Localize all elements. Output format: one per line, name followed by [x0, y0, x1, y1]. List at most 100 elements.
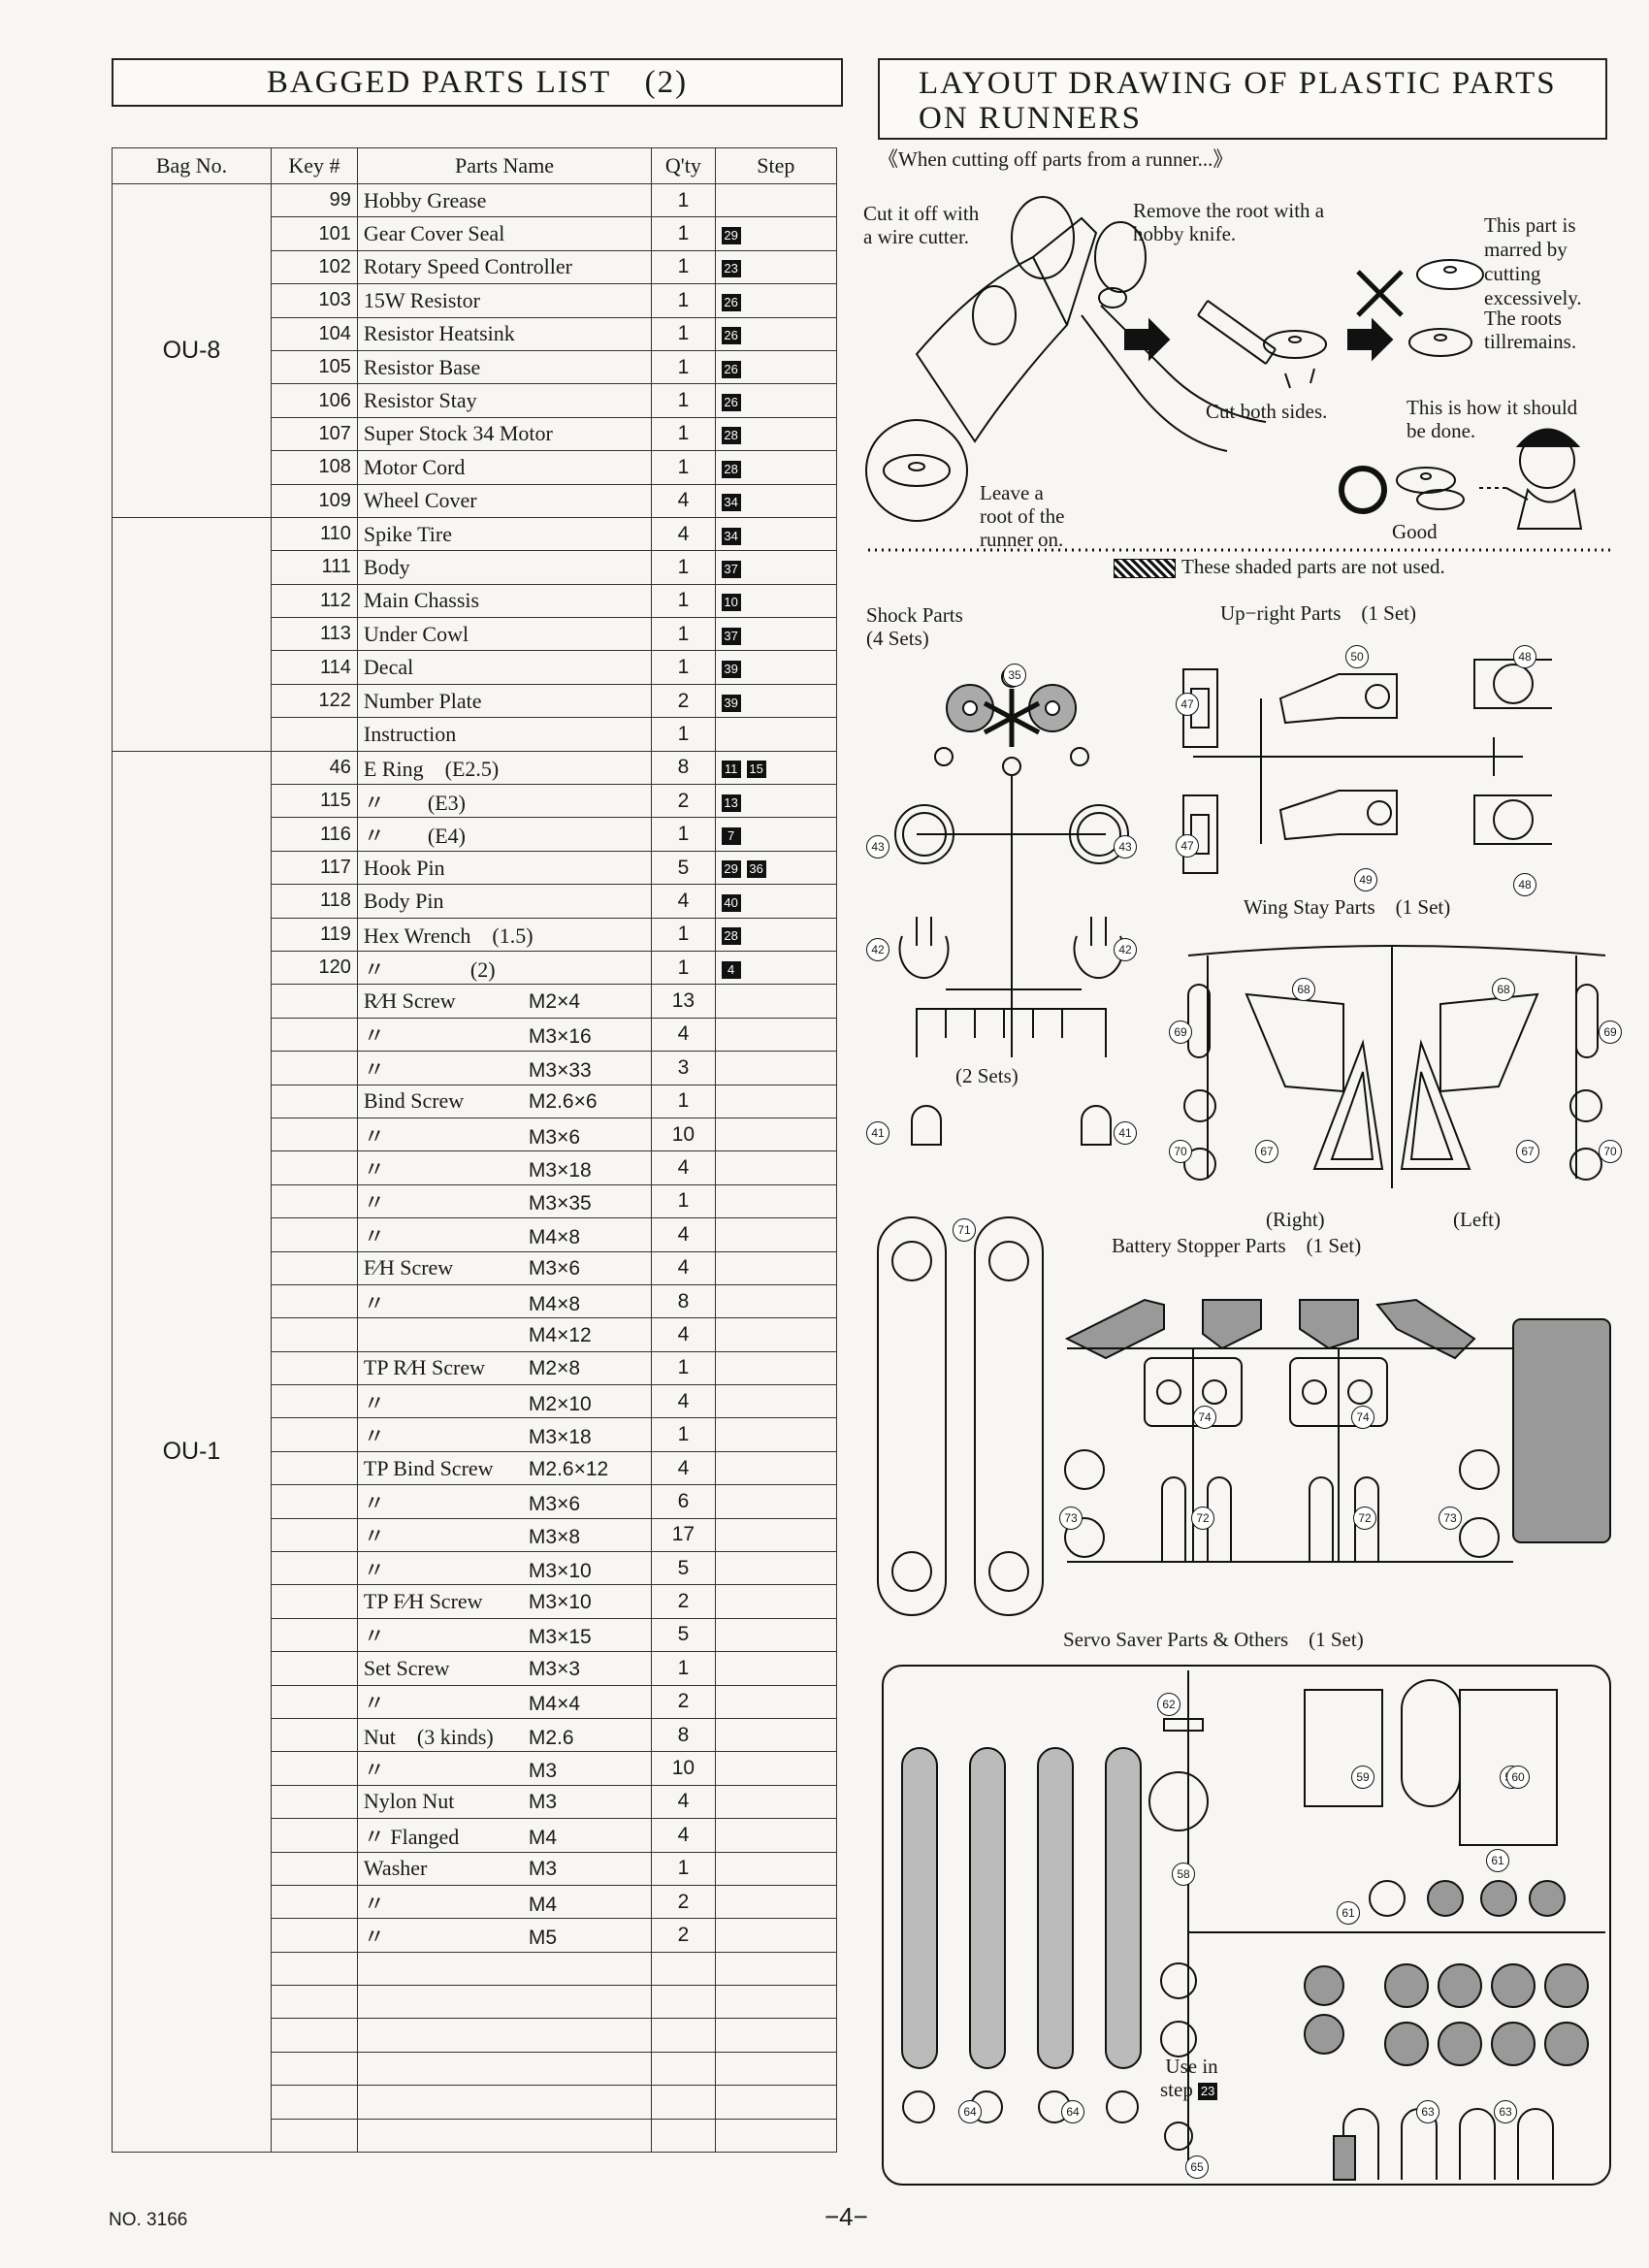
cell-key [270, 1751, 358, 1786]
screw-name: 〃 [363, 1524, 385, 1549]
cell-key: 104 [270, 316, 358, 351]
cell-qty: 1 [651, 617, 716, 652]
cell-step [714, 1150, 838, 1185]
part-wheel-hub [1099, 288, 1126, 308]
screw-size: M4×8 [528, 1292, 581, 1315]
part-number-59: 59 [1351, 1766, 1374, 1789]
battery-stopper-runner [873, 1213, 1620, 1620]
cell-key: 106 [270, 383, 358, 418]
cell-parts-name: 〃 (E4) [356, 817, 653, 852]
long-link-71-b-top [989, 1242, 1028, 1280]
screw-size: M3 [528, 1858, 558, 1881]
header-qty: Q'ty [651, 147, 716, 184]
shock-parts-label: Shock Parts (4 Sets) [866, 603, 963, 650]
screw-size: M3 [528, 1791, 558, 1814]
part-number-69: 69 [1169, 1021, 1192, 1044]
cell-qty: 10 [651, 1117, 716, 1152]
step-badge: 28 [721, 427, 741, 445]
cell-parts-name: 〃 (E3) [356, 784, 653, 819]
part-number-47: 47 [1176, 834, 1199, 858]
servo-washer-65-c [1165, 2122, 1192, 2150]
cell-step [714, 1551, 838, 1586]
shock-spider [985, 689, 1039, 747]
cell-key [270, 1784, 358, 1820]
part-number-42: 42 [866, 938, 889, 961]
cell-qty: 5 [651, 1551, 716, 1586]
cell-step: 29 [714, 216, 838, 251]
bag-blank [112, 516, 272, 752]
shock-collar-l [900, 917, 949, 978]
part-number-73: 73 [1059, 1507, 1083, 1530]
cell-key [270, 2118, 358, 2154]
cell-parts-name: 〃M3 [356, 1751, 653, 1786]
cell-qty: 4 [651, 1250, 716, 1285]
stopper-74-l-h2 [1203, 1380, 1226, 1404]
screw-size: M3×33 [528, 1058, 592, 1082]
screw-size: M3×10 [528, 1591, 592, 1614]
shock-comb [917, 1009, 1106, 1057]
header-key: Key # [270, 147, 358, 184]
cell-step: 26 [714, 383, 838, 418]
servo-washer-61-c [1481, 1881, 1516, 1916]
screw-size: M3×16 [528, 1025, 592, 1049]
cell-step [714, 1617, 838, 1653]
table-row [113, 1985, 838, 2020]
cell-step [714, 1183, 838, 1219]
screw-size: M4 [528, 1826, 558, 1849]
two-sets-label: (2 Sets) [955, 1064, 1018, 1087]
use-step-box: 23 [1198, 2083, 1218, 2101]
cell-step [714, 1751, 838, 1786]
screw-name: 〃 [363, 1758, 385, 1783]
screw-size: M3×6 [528, 1125, 581, 1149]
upright-48-top-hole [1494, 664, 1533, 703]
cell-parts-name [356, 2051, 653, 2087]
wing-washer-70-r2 [1184, 1149, 1215, 1180]
layout-title: LAYOUT DRAWING OF PLASTIC PARTS ON RUNNE… [878, 58, 1607, 140]
part-number-43: 43 [1114, 835, 1137, 859]
cell-qty [651, 2051, 716, 2087]
screw-size: M2.6×12 [528, 1457, 609, 1480]
part-number-60: 60 [1506, 1766, 1530, 1789]
step-badge: 26 [721, 393, 741, 411]
screw-name: Set Screw [363, 1655, 450, 1680]
cell-qty: 8 [651, 1717, 716, 1753]
servo-rod-2 [970, 1748, 1005, 2068]
cell-key: 117 [270, 850, 358, 886]
cell-qty: 1 [651, 316, 716, 351]
screw-name: 〃 [363, 1557, 385, 1582]
cell-step: 37 [714, 550, 838, 585]
cell-qty: 1 [651, 1417, 716, 1452]
servo-horn-57 [1402, 1680, 1460, 1806]
left-label: (Left) [1453, 1208, 1501, 1231]
remove-root-label: Remove the root with a hobby knife. [1133, 199, 1325, 245]
cell-step [714, 1651, 838, 1686]
cell-key [270, 1117, 358, 1152]
screw-name: 〃 Flanged [363, 1824, 460, 1849]
part-number-69: 69 [1599, 1021, 1622, 1044]
upright-part-48-top [1474, 660, 1552, 708]
knife-part [1264, 331, 1326, 358]
shock-piston-l-in [903, 813, 946, 856]
right-label: (Right) [1266, 1208, 1325, 1231]
step-badge: 28 [721, 460, 741, 478]
hand-outline [917, 257, 1067, 441]
cell-step: 39 [714, 683, 838, 719]
stopper-washer-73-l2 [1065, 1518, 1104, 1557]
long-link-71-a-bot [892, 1552, 931, 1591]
screw-size: M2×8 [528, 1357, 581, 1380]
part-number-74: 74 [1193, 1406, 1216, 1429]
cell-qty: 1 [651, 1651, 716, 1686]
cell-parts-name: 〃 Flanged M4 [356, 1818, 653, 1853]
cell-parts-name: Motor Cord [356, 450, 653, 485]
upright-part-49 [1280, 791, 1397, 839]
